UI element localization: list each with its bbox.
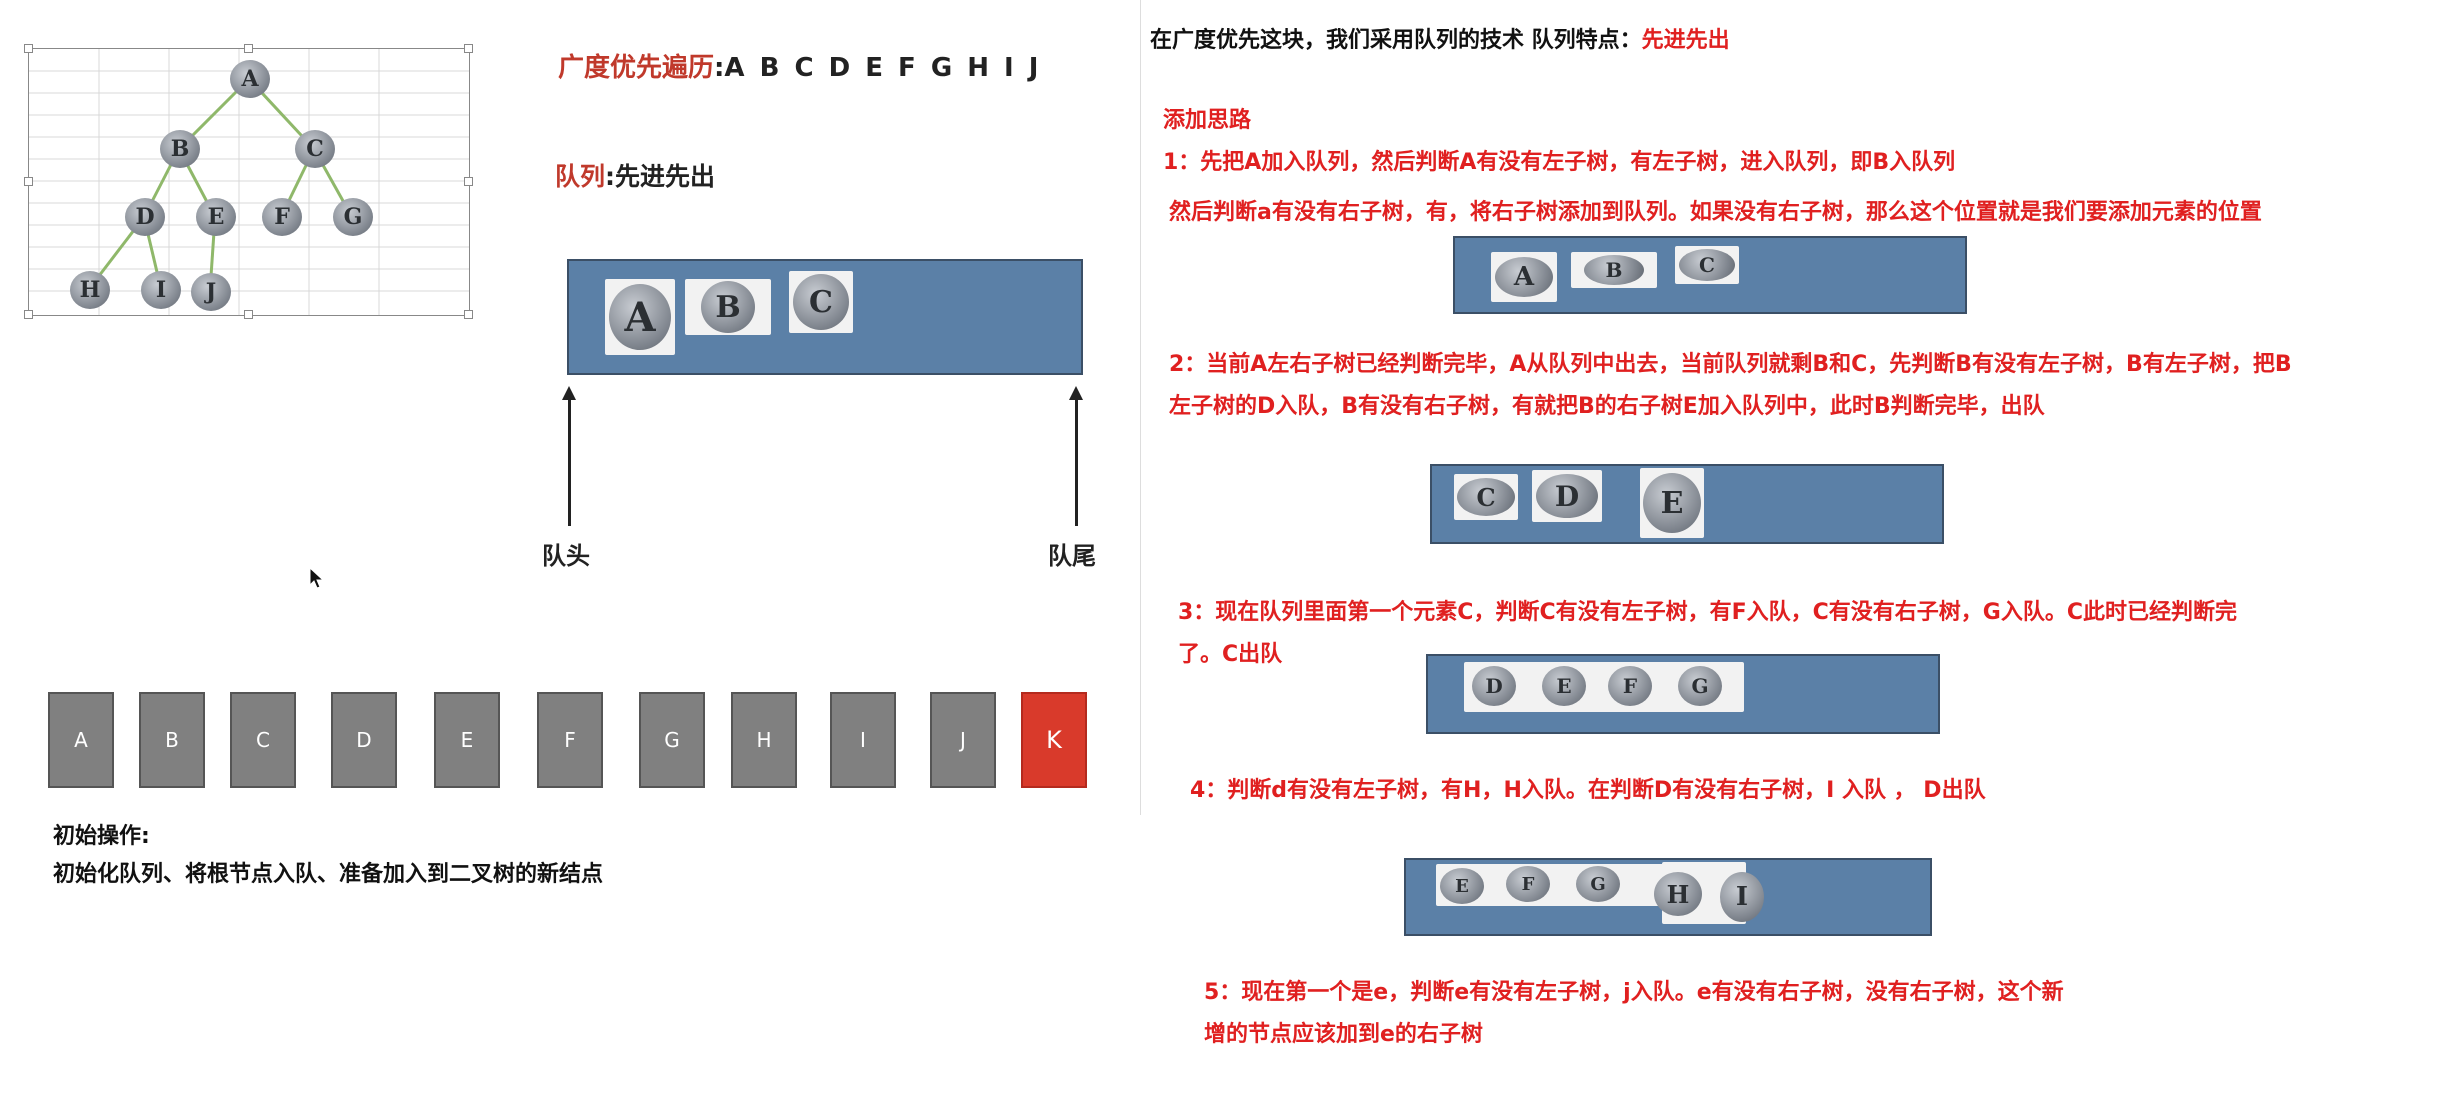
queue-item-a: A [605, 279, 675, 355]
resize-handle[interactable] [24, 310, 33, 319]
resize-handle[interactable] [464, 177, 473, 186]
queue-diagram: A B C [567, 259, 1083, 375]
init-desc: 初始化队列、将根节点入队、准备加入到二叉树的新结点 [53, 862, 604, 887]
node-box: I [830, 692, 896, 788]
resize-handle[interactable] [464, 44, 473, 53]
queue-snapshot-2: C D E [1430, 464, 1944, 544]
tree-node-f: F [262, 198, 302, 236]
step-5b: 增的节点应该加到e的右子树 [1204, 1022, 1483, 1047]
snapshot-node: B [1584, 255, 1644, 285]
node-box: H [731, 692, 797, 788]
step-1b: 然后判断a有没有右子树，有，将右子树添加到队列。如果没有右子树，那么这个位置就是… [1169, 200, 2262, 225]
snapshot-node: A [1495, 257, 1553, 297]
arrow-up-icon [562, 386, 576, 400]
tree-image: A B C D E F G H I J [28, 48, 470, 316]
resize-handle[interactable] [244, 310, 253, 319]
snapshot-node: G [1678, 666, 1722, 706]
snapshot-node: E [1542, 666, 1586, 706]
node-box: J [930, 692, 996, 788]
snapshot-node: F [1506, 866, 1550, 902]
tree-node-c: C [295, 130, 335, 168]
tree-node-h: H [70, 271, 110, 309]
tree-node-d: D [125, 198, 165, 236]
step-2b: 左子树的D入队，B有没有右子树，有就把B的右子树E加入队列中，此时B判断完毕，出… [1169, 394, 2045, 419]
new-node-box: K [1021, 692, 1087, 788]
bfs-sequence: A B C D E F G H I J [724, 53, 1042, 83]
queue-label: 队列 [555, 162, 606, 191]
node-box: D [331, 692, 397, 788]
queue-snapshot-4: E F G H I [1404, 858, 1932, 936]
resize-handle[interactable] [24, 44, 33, 53]
snapshot-node: F [1608, 666, 1652, 706]
tree-node-b: B [160, 130, 200, 168]
tree-node-a: A [230, 60, 270, 98]
snapshot-node: G [1576, 866, 1620, 902]
arrow-up-icon [1069, 386, 1083, 400]
snapshot-node: E [1643, 473, 1701, 533]
step-1a: 1：先把A加入队列，然后判断A有没有左子树，有左子树，进入队列，即B入队列 [1163, 150, 1956, 175]
node-box: A [48, 692, 114, 788]
step-5a: 5：现在第一个是e，判断e有没有左子树，j入队。e有没有右子树，没有右子树，这个… [1204, 980, 2064, 1005]
intro-text: 在广度优先这块，我们采用队列的技术 队列特点： [1150, 28, 1642, 53]
queue-item-c: C [789, 271, 853, 333]
queue-head-label: 队头 [542, 542, 590, 570]
tail-arrow-shaft [1075, 398, 1078, 526]
snapshot-node: C [1457, 478, 1515, 516]
step-4: 4：判断d有没有左子树，有H，H入队。在判断D有没有右子树，I 入队 ， D出队 [1190, 778, 1986, 803]
idea-title: 添加思路 [1163, 108, 1252, 133]
snapshot-node: D [1536, 474, 1598, 518]
resize-handle[interactable] [464, 310, 473, 319]
snapshot-node: D [1472, 666, 1516, 706]
tree-node-i: I [141, 271, 181, 309]
node-box: F [537, 692, 603, 788]
tree-node-g: G [333, 198, 373, 236]
snapshot-item: C [1454, 474, 1518, 520]
resize-handle[interactable] [24, 177, 33, 186]
head-arrow-shaft [568, 398, 571, 526]
intro-line: 在广度优先这块，我们采用队列的技术 队列特点：先进先出 [1150, 22, 1730, 54]
queue-item-b: B [685, 279, 771, 335]
bfs-line: 广度优先遍历:A B C D E F G H I J [558, 47, 1041, 84]
bfs-colon: : [714, 53, 725, 83]
node-box: C [230, 692, 296, 788]
snapshot-item: B [1571, 252, 1657, 288]
step-2a: 2：当前A左右子树已经判断完毕，A从队列中出去，当前队列就剩B和C，先判断B有没… [1169, 352, 2292, 377]
snapshot-item: A [1491, 252, 1557, 302]
snapshot-node: H [1654, 872, 1702, 916]
snapshot-node: C [1679, 249, 1735, 281]
queue-snapshot-3: D E F G [1426, 654, 1940, 734]
queue-node: A [609, 284, 671, 350]
queue-node: B [701, 281, 755, 333]
snapshot-item: C [1675, 246, 1739, 284]
queue-label-line: 队列:先进先出 [555, 157, 715, 193]
tree-node-e: E [196, 198, 236, 236]
snapshot-node: I [1720, 872, 1764, 922]
step-3a: 3：现在队列里面第一个元素C，判断C有没有左子树，有F入队，C有没有右子树，G入… [1178, 600, 2237, 625]
node-box: G [639, 692, 705, 788]
snapshot-item: E [1640, 468, 1704, 538]
intro-red: 先进先出 [1641, 28, 1730, 53]
tree-node-j: J [191, 273, 231, 311]
step-3b: 了。C出队 [1178, 642, 1283, 667]
bfs-label: 广度优先遍历 [558, 53, 715, 83]
snapshot-item: D [1532, 470, 1602, 522]
node-box: E [434, 692, 500, 788]
queue-tail-label: 队尾 [1048, 542, 1096, 570]
snapshot-node: E [1440, 868, 1484, 904]
mouse-cursor-icon [309, 567, 325, 589]
init-title: 初始操作: [53, 824, 150, 849]
resize-handle[interactable] [244, 44, 253, 53]
queue-snapshot-1: A B C [1453, 236, 1967, 314]
queue-node: C [793, 274, 849, 330]
node-box: B [139, 692, 205, 788]
queue-desc: :先进先出 [605, 162, 716, 191]
left-slide: A B C D E F G H I J 广度优先遍历:A B C D E F G… [0, 0, 1141, 815]
